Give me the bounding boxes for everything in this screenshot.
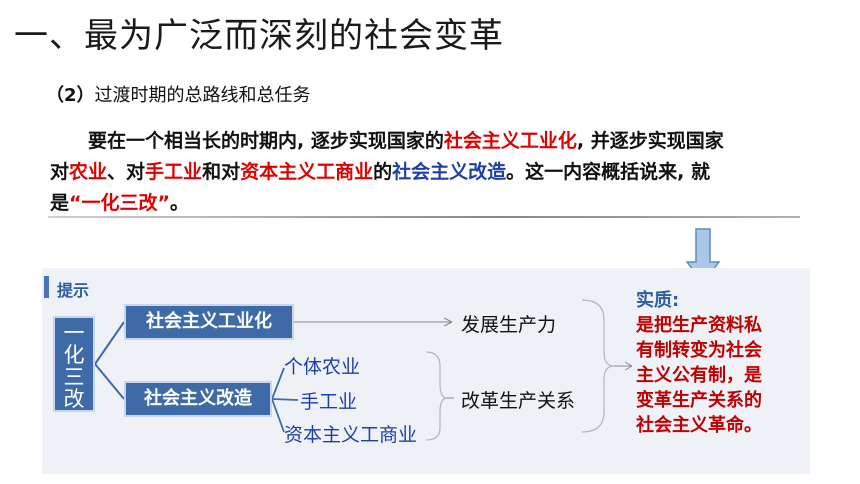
text-span: 和对 (202, 161, 241, 183)
paragraph-line-2: 对农业、对手工业和对资本主义工商业的社会主义改造。这一内容概括说来, 就 (50, 157, 810, 188)
divider-line (48, 216, 800, 218)
root-box-yihua-sangai: 一 化 三 改 (53, 316, 95, 412)
node-industrialization: 社会主义工业化 (124, 304, 294, 340)
text-span: 对 (50, 161, 70, 183)
essence-block: 实质: 是把生产资料私 有制转变为社会 主义公有制，是 变革生产关系的 社会主义… (636, 288, 806, 438)
root-char: 一 (63, 321, 85, 345)
text-span: 的 (373, 161, 393, 183)
tip-label: 提示 (57, 281, 90, 300)
branch-agriculture: 个体农业 (284, 356, 361, 378)
highlight-capitalist-commerce: 资本主义工商业 (240, 161, 374, 183)
main-paragraph: 要在一个相当长的时期内, 逐步实现国家的社会主义工业化, 并逐步实现国家 对农业… (50, 126, 810, 219)
text-span: 是 (50, 192, 70, 214)
text-span: 。这一内容概括说来, 就 (506, 161, 710, 183)
paragraph-line-3: 是“一化三改”。 (50, 188, 810, 219)
branch-capitalist-commerce: 资本主义工商业 (284, 424, 418, 446)
highlight-handicraft: 手工业 (145, 161, 203, 183)
highlight-agriculture: 农业 (69, 161, 108, 183)
root-char: 三 (63, 365, 85, 389)
node-transformation: 社会主义改造 (124, 381, 272, 417)
essence-line: 主义公有制，是 (636, 365, 762, 386)
essence-heading: 实质: (636, 290, 680, 311)
essence-line: 是把生产资料私 (636, 315, 762, 336)
branch-handicraft: 手工业 (300, 391, 358, 413)
paragraph-line-1: 要在一个相当长的时期内, 逐步实现国家的社会主义工业化, 并逐步实现国家 (50, 126, 810, 157)
tip-marker (44, 276, 49, 298)
text-span: 、对 (107, 161, 146, 183)
root-char: 改 (63, 387, 85, 411)
subtitle-number: （2） (46, 85, 95, 106)
essence-line: 社会主义革命。 (636, 415, 762, 436)
highlight-industrialization: 社会主义工业化 (443, 130, 577, 152)
section-subtitle: （2）过渡时期的总路线和总任务 (46, 81, 311, 107)
highlight-yihua-sangai: “一化三改” (69, 192, 170, 214)
highlight-socialist-transformation: 社会主义改造 (392, 161, 507, 183)
text-span: 。 (170, 192, 190, 214)
text-span: , 并逐步实现国家 (576, 130, 724, 152)
result-productivity: 发展生产力 (461, 314, 557, 336)
essence-line: 变革生产关系的 (636, 390, 762, 411)
text-span: 要在一个相当长的时期内, 逐步实现国家的 (88, 130, 444, 152)
subtitle-text: 过渡时期的总路线和总任务 (94, 85, 311, 106)
result-production-relations: 改革生产关系 (461, 390, 576, 412)
root-char: 化 (63, 343, 85, 367)
page-title: 一、最为广泛而深刻的社会变革 (14, 16, 504, 56)
essence-line: 有制转变为社会 (636, 340, 762, 361)
